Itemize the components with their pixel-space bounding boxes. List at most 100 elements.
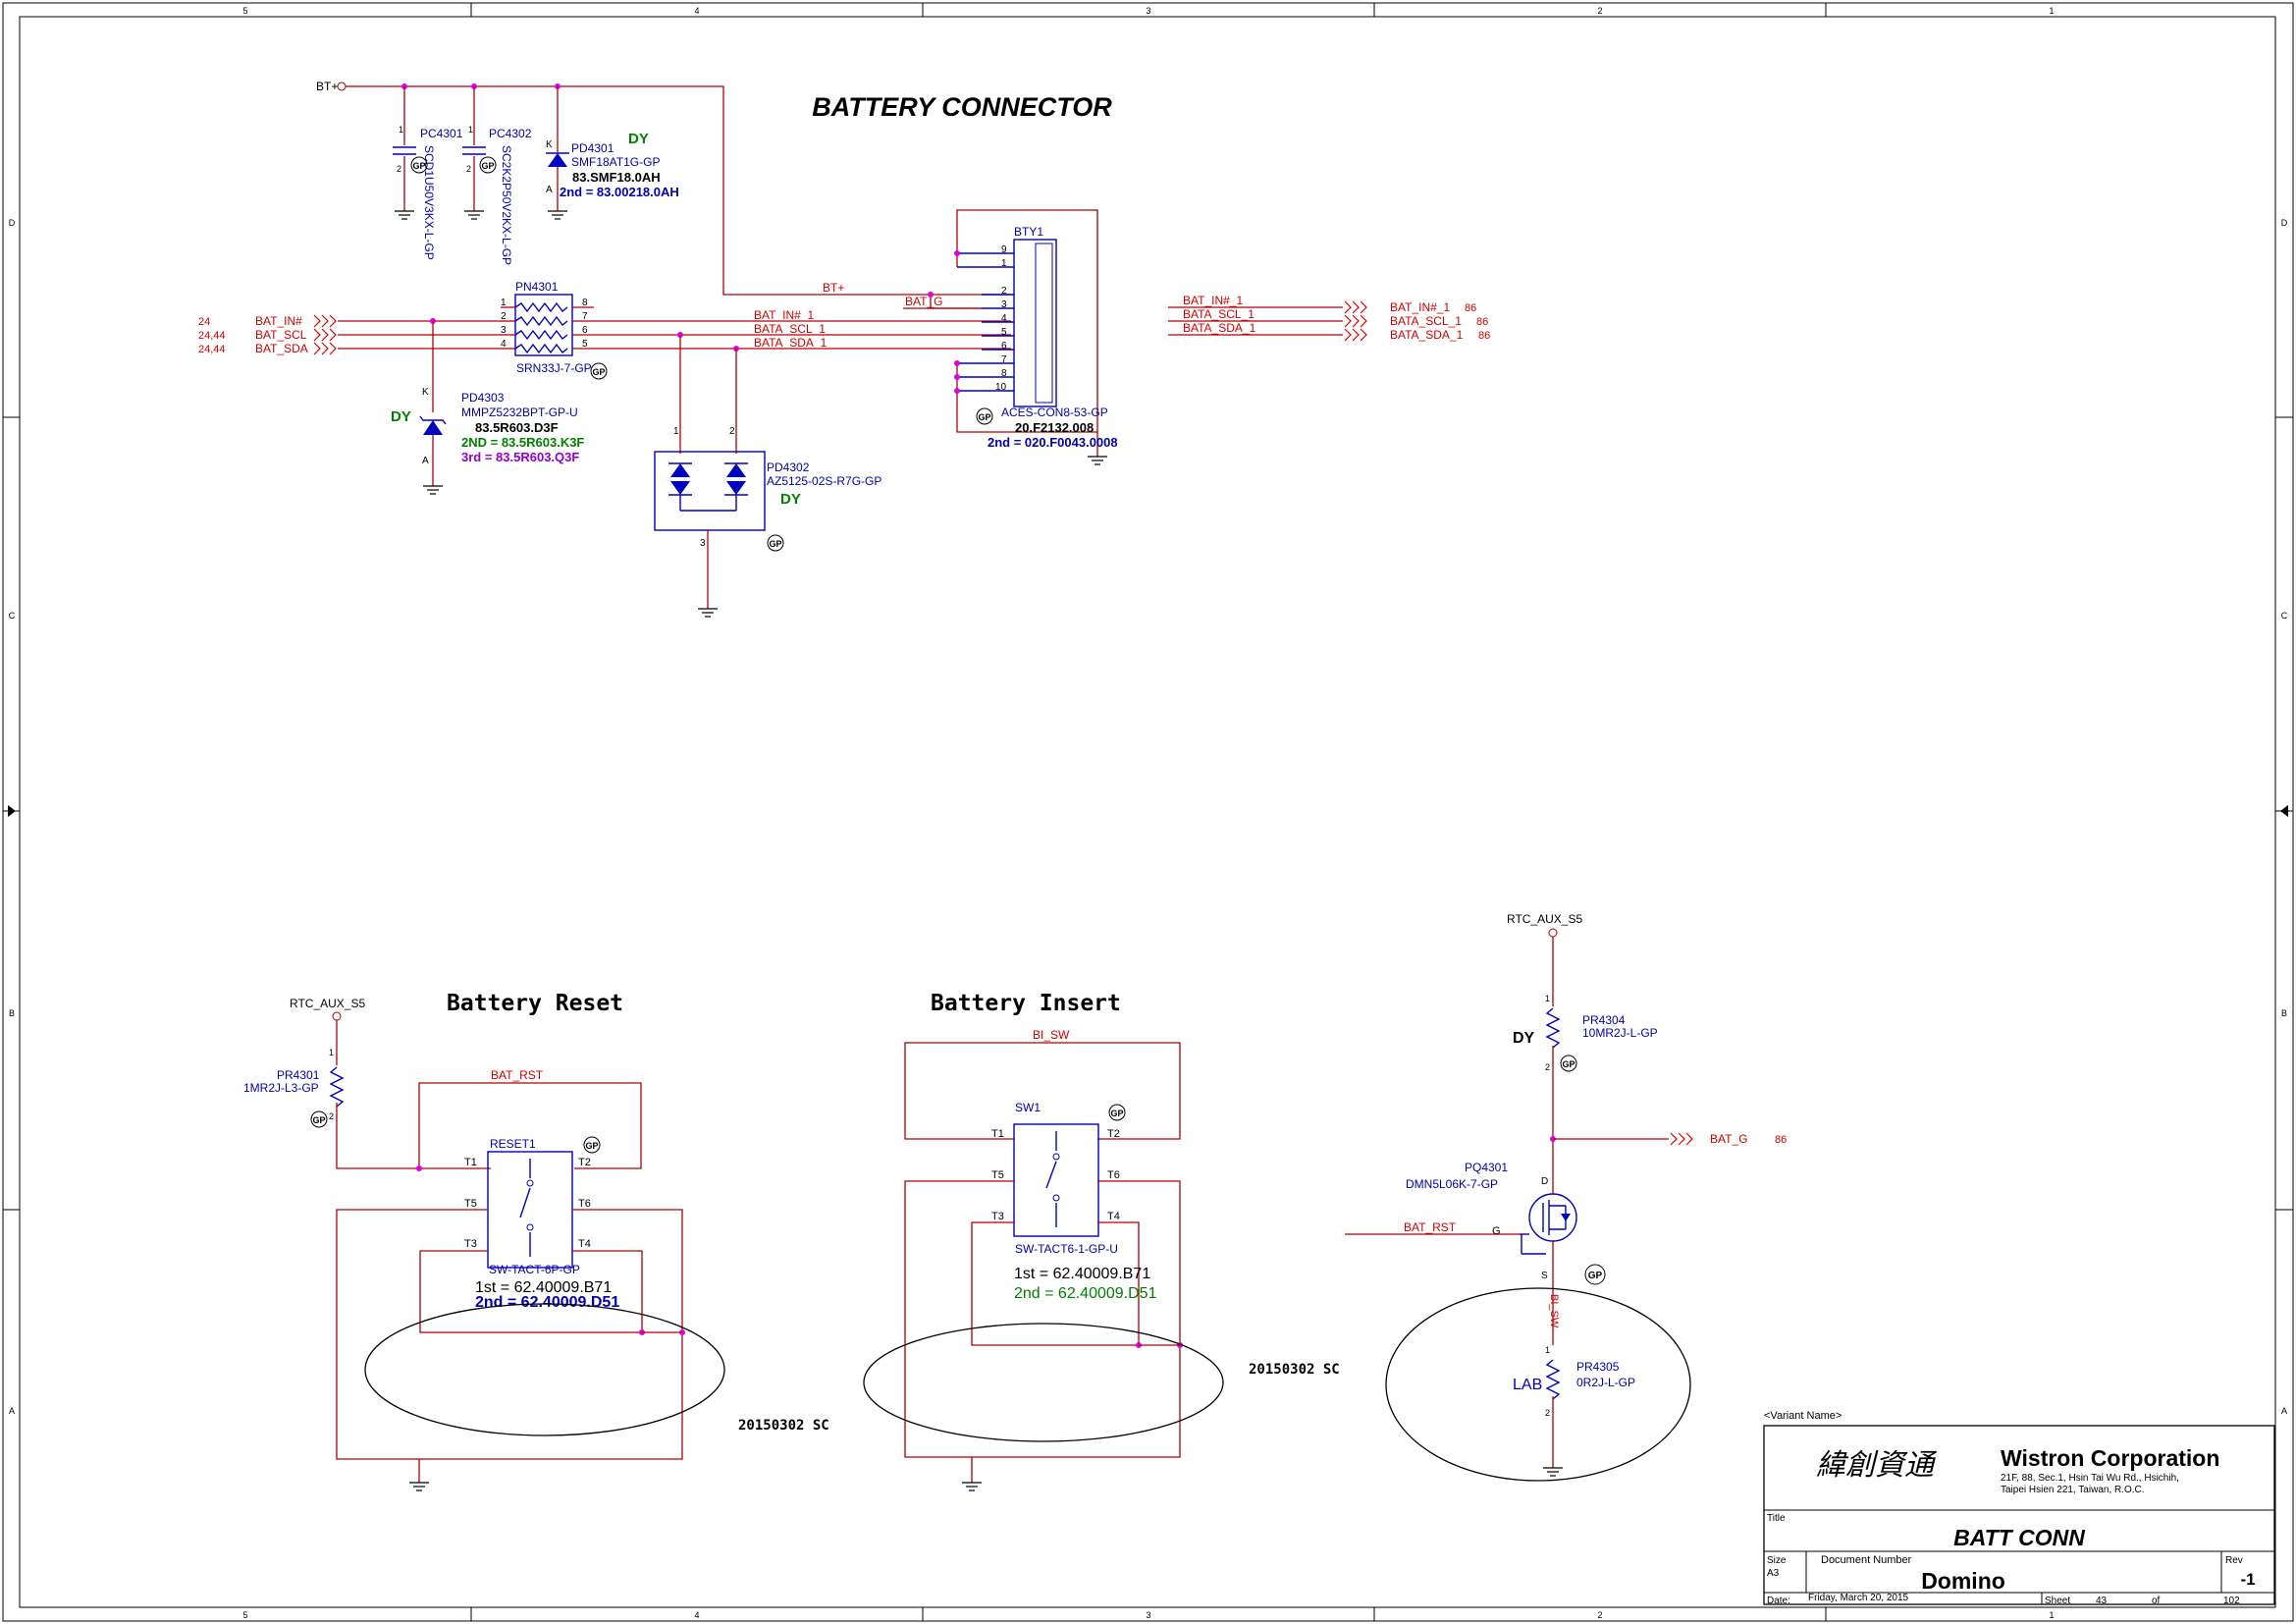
switch-pin-label: T3 (464, 1238, 477, 1250)
gp-mark: GP (310, 1110, 328, 1128)
off-page-ref: 24,44 (198, 344, 226, 355)
svg-text:GP: GP (481, 161, 494, 171)
net-label-bata-scl-1: BATA_SCL_1 (754, 322, 826, 336)
net-label-bi-sw-vertical: BI_SW (1548, 1294, 1560, 1328)
net-label-rtc-aux-s5: RTC_AUX_S5 (290, 997, 365, 1010)
sheet-label: Sheet (2045, 1596, 2070, 1606)
reset1-alt2: 2nd = 62.40009.D51 (475, 1294, 619, 1311)
switch-pin-label: T3 (991, 1211, 1004, 1222)
pr4304-ref: PR4304 (1582, 1013, 1626, 1027)
pin-number: 1 (468, 125, 473, 135)
pd4303-ref: PD4303 (461, 391, 505, 405)
pd4302-dy: DY (780, 491, 801, 508)
pr4304-part: 10MR2J-L-GP (1582, 1026, 1658, 1040)
net-label-bat-rst: BAT_RST (491, 1068, 544, 1082)
pr4305-ref: PR4305 (1576, 1360, 1620, 1374)
pd4303-part: MMPZ5232BPT-GP-U (461, 406, 578, 419)
net-label-bata-scl-1: BATA_SCL_1 (1390, 314, 1462, 328)
zone-row-label: A (9, 1406, 15, 1416)
switch-pin-label: T4 (1107, 1211, 1120, 1222)
zone-row-label: B (9, 1008, 15, 1018)
ground-symbol (548, 210, 567, 220)
switch-pin-label: T6 (1107, 1169, 1120, 1181)
net-label-bat-sda: BAT_SDA (255, 342, 308, 355)
ground-symbol (962, 1482, 982, 1491)
section-title-reset: Battery Reset (447, 991, 623, 1016)
pin-number: 1 (673, 426, 679, 437)
gp-mark: GP (583, 1136, 601, 1154)
switch-pin-label: T5 (464, 1198, 477, 1210)
pin-number: 2 (466, 164, 471, 174)
pd4303-dy: DY (391, 408, 411, 425)
pin-number: 1 (1001, 258, 1007, 269)
net-label-bata-sda-1: BATA_SDA_1 (754, 336, 828, 350)
gp-mark: GP (410, 156, 428, 174)
zone-col-label: 1 (2049, 1610, 2054, 1620)
off-page-ref: 24 (198, 316, 210, 328)
pin-number: 2 (729, 426, 735, 437)
net-label-bt-plus: BT+ (316, 80, 338, 93)
net-label-bata-sda-1: BATA_SDA_1 (1390, 328, 1464, 342)
svg-text:GP: GP (412, 161, 425, 171)
sheet-title: BATT CONN (1953, 1525, 2085, 1550)
gp-mark: GP (1560, 1055, 1577, 1072)
pq4301-ref: PQ4301 (1465, 1161, 1508, 1174)
ground-symbol (423, 485, 443, 495)
ground-symbol (464, 210, 484, 220)
pin-number: 1 (501, 298, 507, 308)
pin-number: 6 (1001, 341, 1007, 352)
sw1-part: SW-TACT6-1-GP-U (1015, 1242, 1118, 1256)
pin-number: 4 (1001, 313, 1007, 324)
pin-number: 4 (501, 339, 507, 350)
svg-text:GP: GP (312, 1115, 325, 1125)
net-label-bat-in-1: BAT_IN#_1 (754, 308, 814, 322)
reset1-ref: RESET1 (490, 1137, 536, 1151)
svg-text:GP: GP (1562, 1059, 1575, 1069)
net-label-bat-in: BAT_IN# (255, 314, 302, 328)
switch-pin-label: T2 (578, 1157, 591, 1168)
note-sc: 20150302 SC (1249, 1362, 1340, 1378)
net-label-rtc-aux-s5: RTC_AUX_S5 (1507, 912, 1582, 926)
bty1-connector: BTY1 9 1 2 3 4 5 6 7 8 10 ACES-CON8-53-G… (823, 209, 1118, 465)
zone-row-label: A (2281, 1406, 2287, 1416)
net-label-bat-rst: BAT_RST (1404, 1220, 1457, 1234)
pr4301-ref: PR4301 (277, 1068, 320, 1082)
pc4301-ref: PC4301 (420, 127, 463, 140)
pin-k: K (422, 387, 429, 398)
pin-number: 9 (1001, 244, 1007, 255)
pd4302-part: AZ5125-02S-R7G-GP (767, 474, 881, 488)
bty1-alt1: 20.F2132.008 (1015, 420, 1094, 435)
zone-col-label: 5 (242, 1610, 247, 1620)
pd4301-dy: DY (628, 131, 649, 147)
pd4302-ref: PD4302 (767, 460, 810, 474)
pin-g: G (1492, 1225, 1501, 1237)
title-block: <Variant Name> 緯創資通 Wistron Corporation … (1763, 1410, 2275, 1606)
pin-number: 3 (1001, 299, 1007, 310)
switch-pin-label: T6 (578, 1198, 591, 1210)
date-label: Date: (1767, 1596, 1790, 1606)
pin-number: 5 (1001, 327, 1007, 338)
zone-col-label: 3 (1146, 6, 1150, 16)
svg-text:GP: GP (978, 412, 990, 422)
zone-row-label: B (2281, 1008, 2287, 1018)
zone-col-label: 1 (2049, 6, 2054, 16)
title-label: Title (1767, 1513, 1786, 1524)
net-label-bat-g: BAT_G (905, 295, 942, 308)
ground-symbol (698, 608, 718, 618)
ground-symbol (1088, 456, 1107, 465)
sheet-total: 102 (2223, 1596, 2240, 1606)
battery-reset-circuit: RTC_AUX_S5 1 2 PR4301 1MR2J-L3-GP BAT_RS… (243, 997, 829, 1491)
pin-number: 3 (700, 538, 706, 549)
company-address-line-2: Taipei Hsien 221, Taiwan, R.O.C. (2001, 1485, 2145, 1495)
sw1-alt1: 1st = 62.40009.B71 (1014, 1266, 1150, 1282)
pd4301-part: SMF18AT1G-GP (571, 155, 660, 169)
pin-number: 2 (329, 1111, 334, 1121)
pq4301-part: DMN5L06K-7-GP (1406, 1177, 1498, 1191)
pin-number: 3 (501, 325, 507, 336)
pc4301-part: SCD1U50V3KX-L-GP (422, 145, 436, 260)
gp-mark: GP (1584, 1264, 1606, 1285)
pin-number: 2 (1001, 286, 1007, 297)
zone-col-label: 3 (1146, 1610, 1150, 1620)
